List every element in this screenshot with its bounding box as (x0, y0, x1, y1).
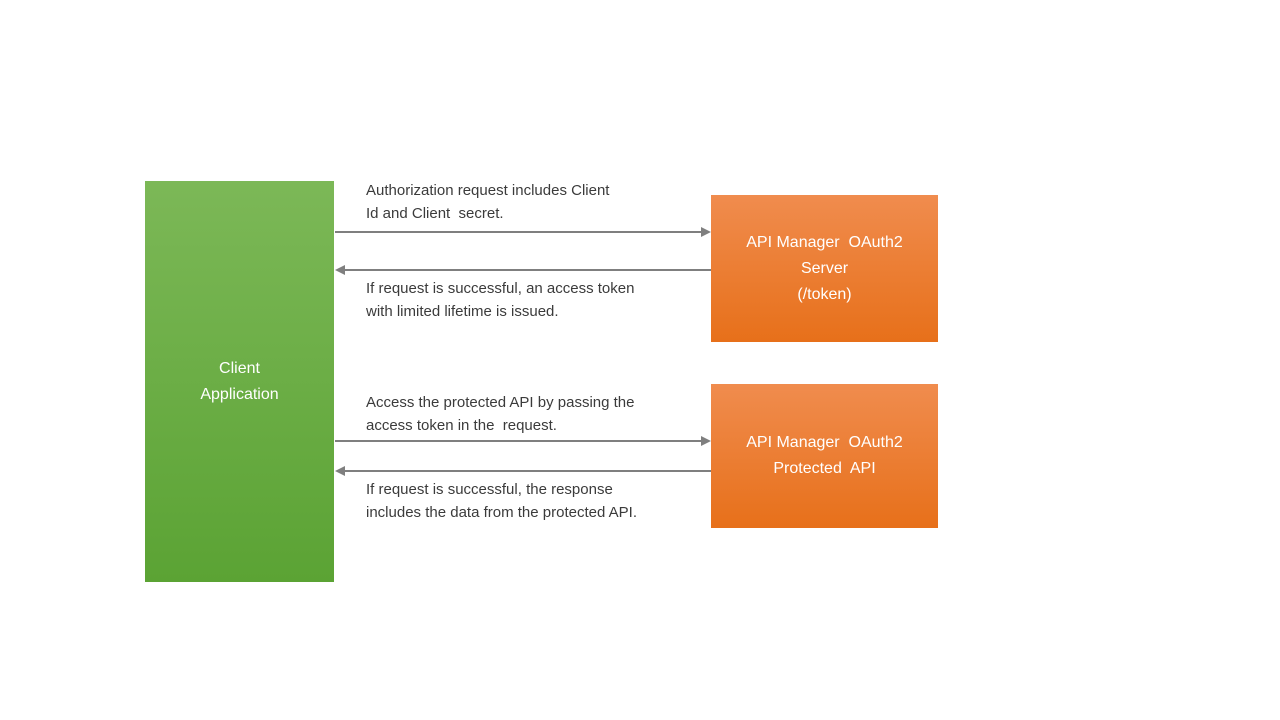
node-label-line: API Manager OAuth2 (746, 233, 903, 251)
node-label-line: Client (219, 359, 260, 377)
node-label-line: Protected API (773, 460, 876, 477)
protected-api-node: API Manager OAuth2 Protected API (711, 384, 938, 528)
arrow-api-access-request (335, 436, 711, 446)
arrow-shaft (335, 231, 703, 233)
message-line: access token in the request. (366, 417, 557, 434)
arrow-head-right-icon (701, 227, 711, 237)
message-token-response: If request is successful, an access toke… (366, 277, 634, 323)
client-application-node: Client Application (145, 181, 334, 582)
arrow-head-left-icon (335, 265, 345, 275)
message-line: If request is successful, the response (366, 481, 613, 498)
oauth2-server-node: API Manager OAuth2 Server (/token) (711, 195, 938, 342)
node-label-line: (/token) (797, 285, 852, 303)
node-label-line: API Manager OAuth2 (746, 434, 903, 451)
message-line: Id and Client secret. (366, 205, 504, 222)
arrow-api-data-response (335, 466, 711, 476)
message-authorization-request: Authorization request includes Client Id… (366, 179, 609, 225)
arrow-head-right-icon (701, 436, 711, 446)
node-label-line: Server (800, 259, 849, 277)
message-api-access-request: Access the protected API by passing the … (366, 391, 635, 437)
arrow-token-response (335, 265, 711, 275)
message-line: with limited lifetime is issued. (366, 303, 559, 320)
message-line: Access the protected API by passing the (366, 394, 635, 411)
arrow-authorization-request (335, 227, 711, 237)
arrow-shaft (343, 269, 711, 271)
arrow-shaft (343, 470, 711, 472)
arrow-shaft (335, 440, 703, 442)
message-line: Authorization request includes Client (366, 182, 610, 199)
message-line: If request is successful, an access toke… (366, 280, 635, 297)
arrow-head-left-icon (335, 466, 345, 476)
message-line: includes the data from the protected API… (366, 504, 637, 521)
message-api-data-response: If request is successful, the response i… (366, 478, 637, 524)
node-label-line: Application (200, 385, 279, 403)
